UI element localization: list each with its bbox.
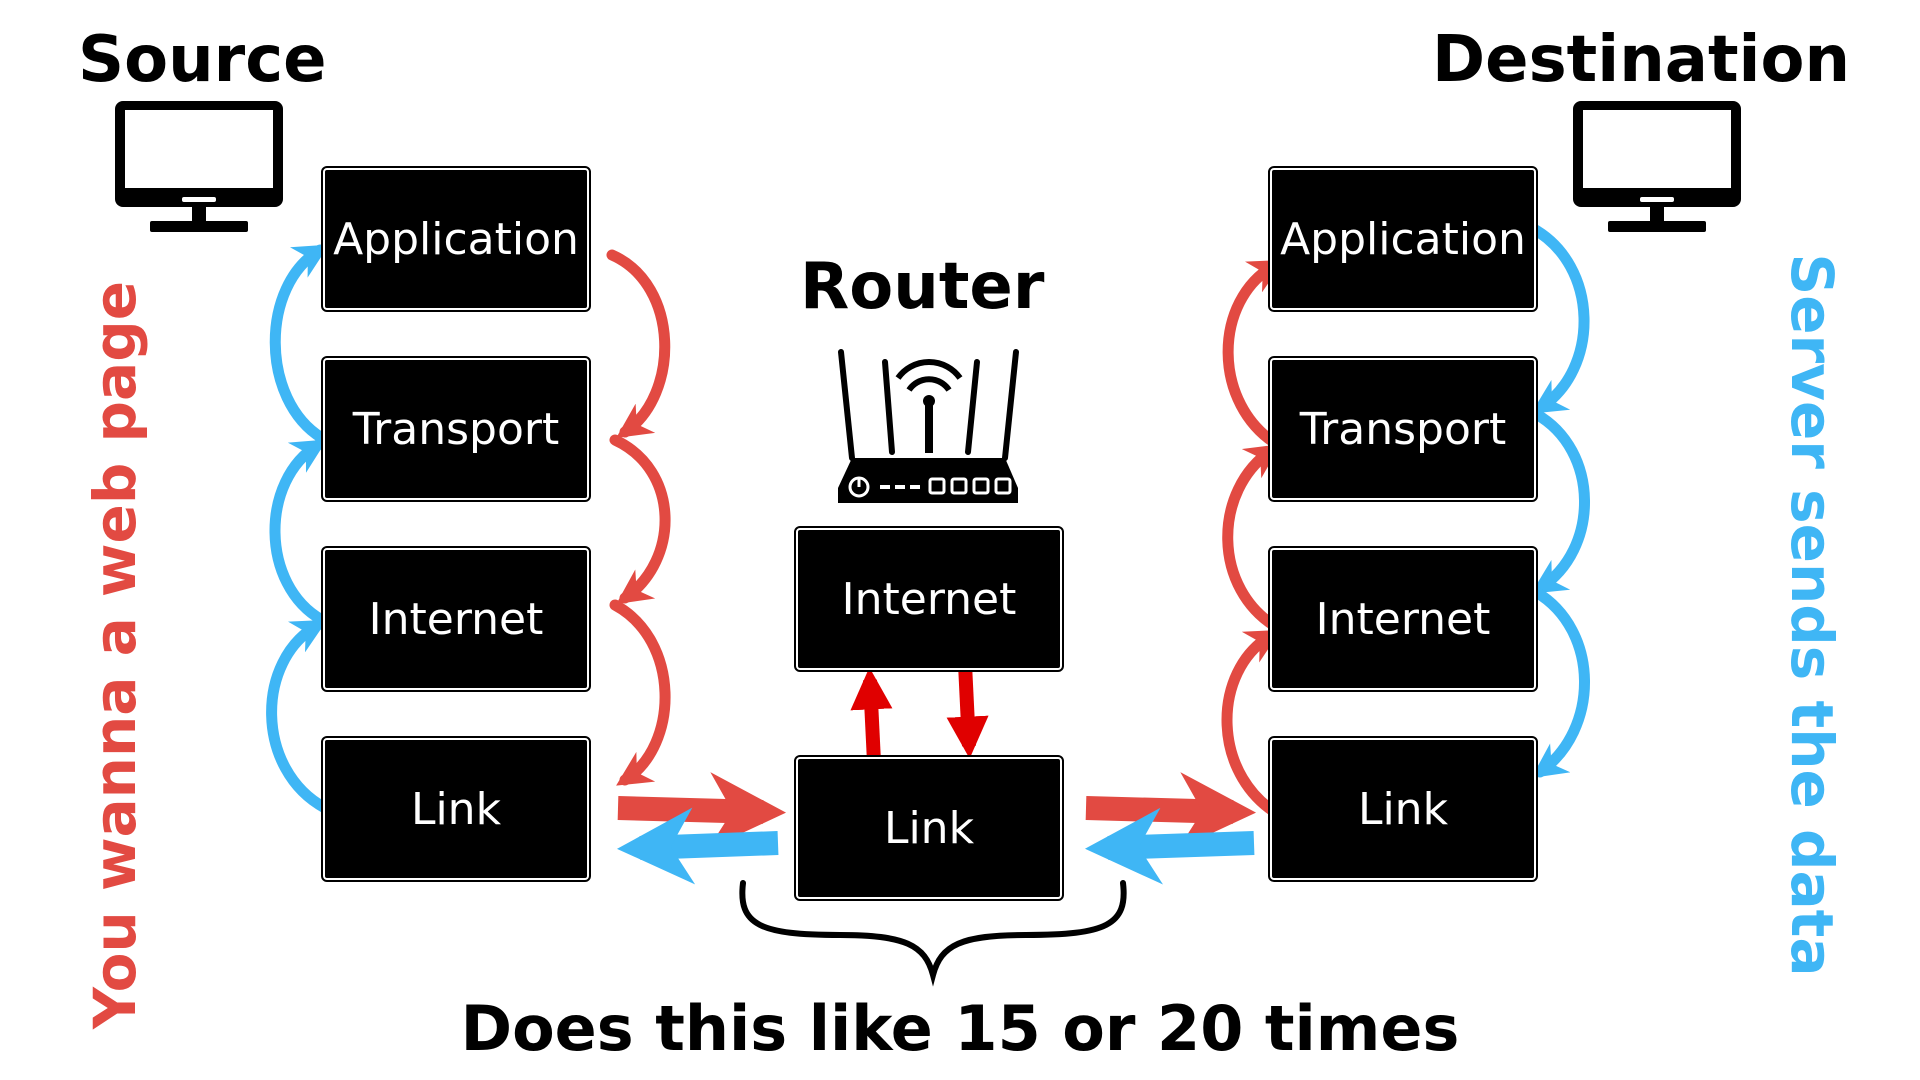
destination-request-arrows [1221,259,1291,824]
wifi-router-icon [838,349,1019,503]
source-application-layer: Application [321,166,591,312]
curly-brace [739,880,1127,987]
router-title: Router [800,250,1045,324]
destination-title: Destination [1432,23,1850,97]
destination-application-layer: Application [1268,166,1538,312]
destination-monitor-icon [1573,101,1741,232]
source-link-layer: Link [321,736,591,882]
source-title: Source [78,23,327,97]
router-link-layer: Link [794,755,1064,901]
source-response-arrows [266,244,331,814]
caption: Does this like 15 or 20 times [460,992,1460,1065]
destination-link-layer: Link [1268,736,1538,882]
destination-internet-layer: Internet [1268,546,1538,692]
link-transfer-arrows [616,772,1257,885]
destination-response-arrows [1526,222,1590,779]
source-monitor-icon [115,101,283,232]
source-transport-layer: Transport [321,356,591,502]
source-internet-layer: Internet [321,546,591,692]
destination-transport-layer: Transport [1268,356,1538,502]
router-internal-arrows [850,663,989,763]
router-internet-layer: Internet [794,526,1064,672]
source-request-arrows [606,249,671,786]
